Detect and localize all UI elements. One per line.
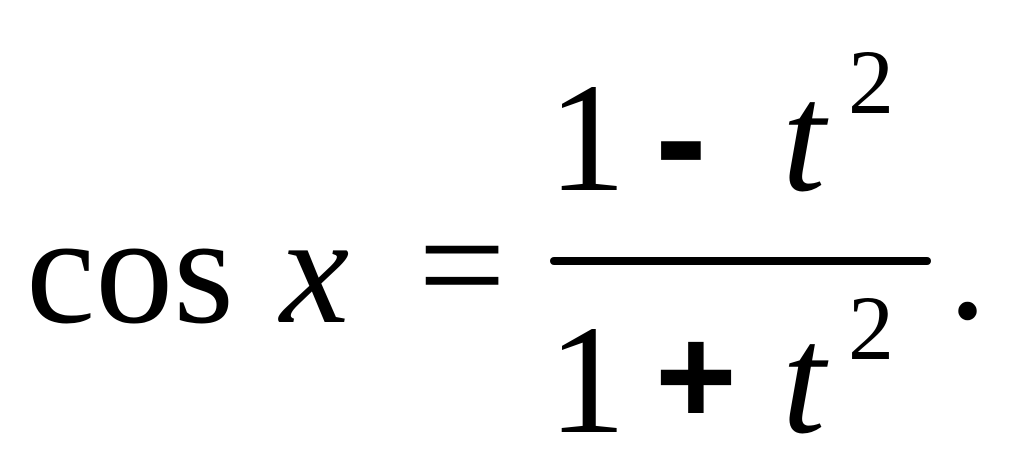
equals-sign: = (418, 178, 506, 351)
numerator-minus-sign: - (655, 51, 707, 225)
denominator-variable-t: t (782, 293, 826, 466)
fraction-bar (550, 257, 931, 265)
denominator-exponent: 2 (848, 277, 894, 379)
denominator-plus-sign: + (655, 297, 737, 454)
numerator-constant: 1 (548, 51, 626, 224)
numerator-variable-t: t (782, 51, 826, 224)
denominator-constant: 1 (548, 293, 626, 466)
numerator-exponent: 2 (848, 31, 894, 133)
variable-x: x (280, 183, 350, 356)
terminating-period: . (948, 179, 987, 352)
function-name: cos (26, 183, 234, 356)
